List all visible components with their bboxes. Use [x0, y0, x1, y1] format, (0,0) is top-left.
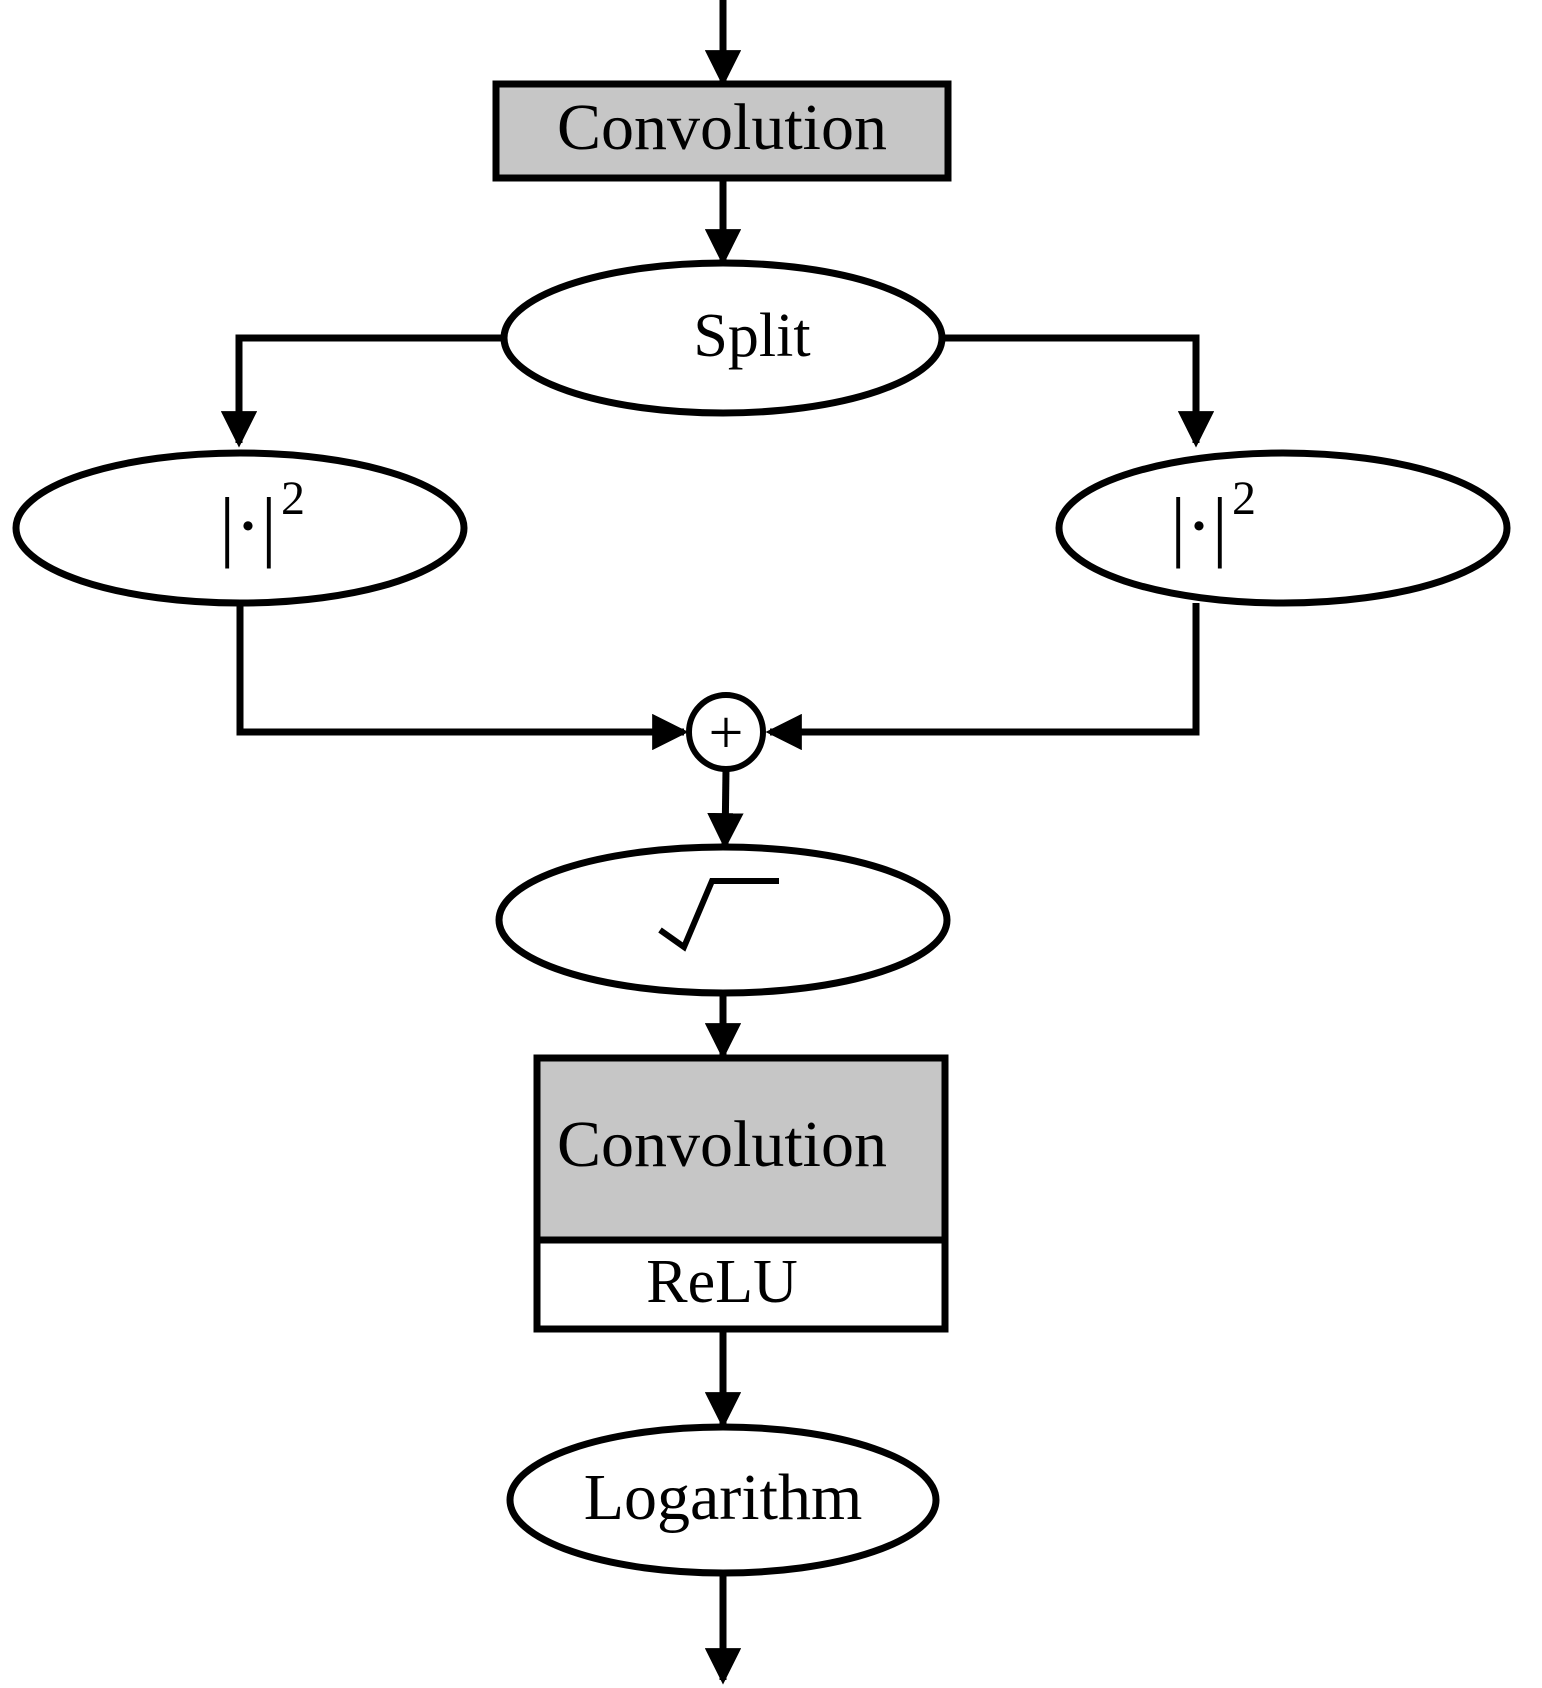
abs-squared-right-exponent: 2 — [1232, 472, 1256, 525]
node-sqrt[interactable] — [495, 843, 951, 997]
node-convolution-relu[interactable]: Convolution ReLU — [533, 1054, 949, 1333]
relu-label: ReLU — [646, 1248, 798, 1316]
split-label: Split — [693, 302, 810, 370]
convolution-top-label: Convolution — [557, 91, 887, 164]
abs-squared-left-label: |·| — [219, 482, 276, 569]
edge-adder-to-sqrt — [707, 768, 744, 850]
sqrt-radical-icon — [658, 878, 779, 952]
logarithm-label: Logarithm — [584, 1461, 863, 1534]
adder-plus-label: + — [709, 699, 744, 767]
edge-split-to-abs-squared-right — [942, 334, 1215, 448]
sqrt-ellipse[interactable] — [495, 843, 951, 997]
convolution-bottom-label: Convolution — [557, 1108, 887, 1181]
node-logarithm[interactable]: Logarithm — [506, 1423, 940, 1577]
split-ellipse[interactable] — [500, 259, 946, 417]
relu-box[interactable] — [533, 1236, 949, 1333]
node-abs-squared-left[interactable]: |·| 2 — [12, 449, 468, 607]
abs-squared-left-exponent: 2 — [281, 472, 305, 525]
edge-abs-squared-right-to-adder — [765, 603, 1200, 751]
node-abs-squared-right[interactable]: |·| 2 — [1055, 449, 1511, 607]
abs-squared-left-ellipse[interactable] — [12, 449, 468, 607]
convolution-bottom-box[interactable] — [533, 1054, 949, 1244]
adder-circle[interactable] — [686, 692, 766, 772]
node-convolution-top[interactable]: Convolution — [492, 80, 952, 182]
abs-squared-right-ellipse[interactable] — [1055, 449, 1511, 607]
node-adder[interactable]: + — [686, 692, 766, 772]
abs-squared-right-label: |·| — [1170, 482, 1227, 569]
node-split[interactable]: Split — [500, 259, 946, 417]
edge-split-to-abs-squared-left — [220, 334, 505, 448]
logarithm-ellipse[interactable] — [506, 1423, 940, 1577]
edge-abs-squared-left-to-adder — [236, 603, 689, 751]
convolution-top-box[interactable] — [492, 80, 952, 182]
